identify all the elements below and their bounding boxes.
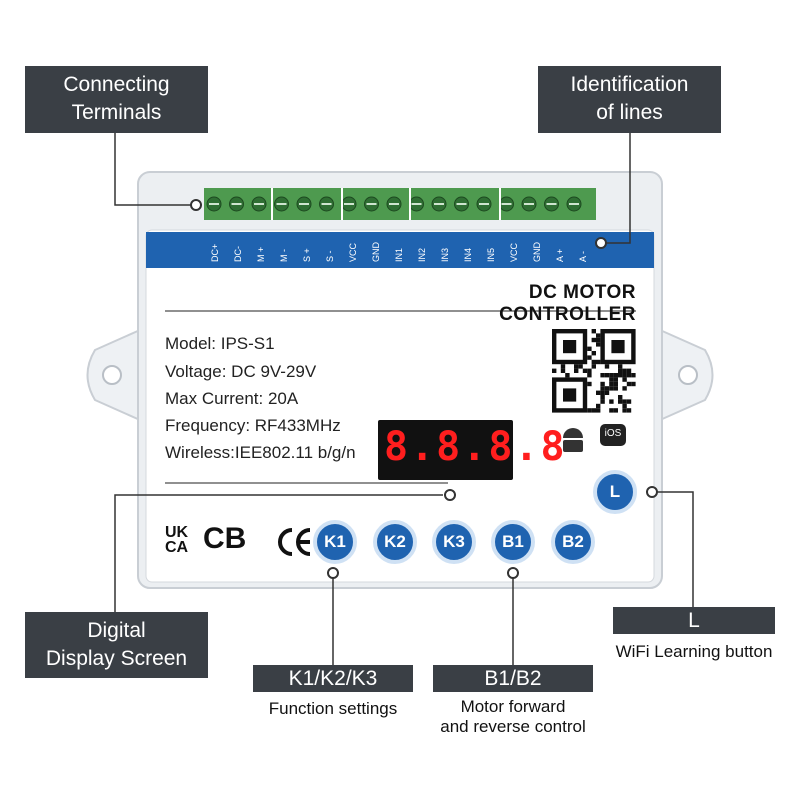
pin-label: GND [371,242,381,262]
pin-label: IN2 [417,247,427,262]
pin-label: A - [578,250,588,262]
caption-function-settings: Function settings [268,699,398,718]
pin-label: S - [325,250,335,262]
button-k3-circle [432,520,476,564]
pin-label: VCC [348,242,358,262]
pin-label: M + [256,246,266,262]
l-button-label[interactable]: L [609,482,621,501]
button-k1-circle [313,520,357,564]
l-button [593,470,637,514]
k3-button[interactable]: K3 [443,532,465,551]
button-k2-circle [373,520,417,564]
pin-label: M - [279,249,289,262]
pin-label: S + [302,248,312,262]
pin-label-strip [146,232,654,268]
pin-label: IN1 [394,247,404,262]
cb-mark: CB [203,522,247,555]
b2-button[interactable]: B2 [562,532,584,551]
callout-k-buttons: K1/K2/K3 [253,665,413,692]
pin-label: IN5 [486,247,496,262]
spec-frequency: Frequency: RF433MHz [165,416,341,435]
device-title: DC MOTOR CONTROLLER [499,282,636,325]
spec-voltage: Voltage: DC 9V-29V [165,362,317,381]
spec-model: Model: IPS-S1 [165,334,275,353]
b1-button[interactable]: B1 [502,532,524,551]
pin-label: GND [532,242,542,262]
pin-label: A + [555,248,565,262]
ios-badge-bg [600,424,626,446]
button-b2-circle [551,520,595,564]
pin-label: DC- [233,246,243,262]
display-digits: 8.8.8.8 [384,424,567,470]
ce-mark-icon [278,528,311,556]
callout-b-buttons: B1/B2 [433,665,593,692]
pin-label: IN4 [463,247,473,262]
k1-button[interactable]: K1 [324,532,346,551]
pin-label: VCC [509,242,519,262]
ukca-mark: UK CA [165,524,189,556]
pin-label: IN3 [440,247,450,262]
pin-label: DC+ [210,243,220,262]
button-b1-circle [491,520,535,564]
android-icon [563,428,583,452]
k2-button[interactable]: K2 [384,532,406,551]
spec-current: Max Current: 20A [165,389,299,408]
qr-code [552,329,636,413]
caption-wifi-learning: WiFi Learning button [615,642,773,661]
ios-badge: iOS [604,428,622,439]
digital-display [378,420,513,480]
spec-wireless: Wireless:IEE802.11 b/g/n [165,443,356,462]
callout-l-button: L [613,607,775,634]
